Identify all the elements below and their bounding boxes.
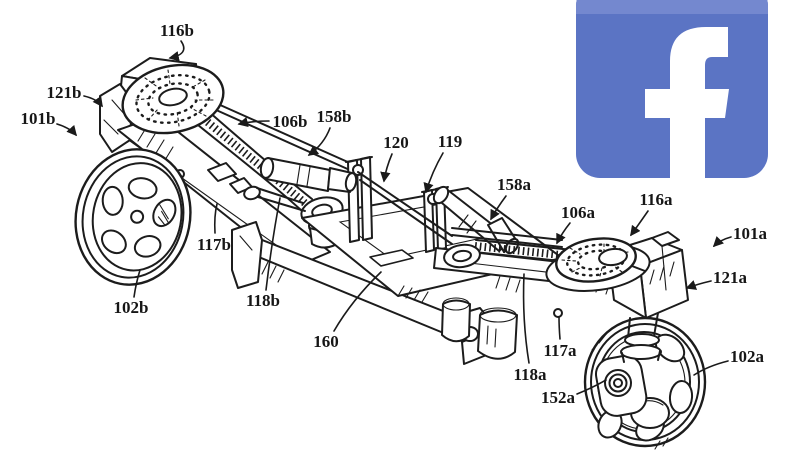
ref-label-158a: 158a (497, 175, 532, 194)
left-belt (197, 110, 313, 212)
reference-labels: 116b 121b 101b 106b 158b 120 119 158a 10… (21, 21, 768, 407)
ref-label-101a: 101a (733, 224, 768, 243)
left-posts (345, 156, 373, 243)
facebook-f-icon (645, 27, 729, 178)
ref-label-102b: 102b (114, 298, 149, 317)
ref-label-116b: 116b (160, 21, 194, 40)
vehicle-drawing (74, 57, 707, 450)
ref-label-106a: 106a (561, 203, 596, 222)
ref-label-152a: 152a (541, 388, 576, 407)
ref-label-106b: 106b (273, 112, 308, 131)
foot-pegs (441, 297, 518, 360)
facebook-logo (576, 0, 768, 178)
ref-label-117b: 117b (197, 235, 231, 254)
ref-label-121a: 121a (713, 268, 748, 287)
ref-label-158b: 158b (317, 107, 352, 126)
ref-label-119: 119 (438, 132, 463, 151)
front-fork-stem (620, 312, 662, 363)
ref-label-102a: 102a (730, 347, 765, 366)
ref-label-118a: 118a (513, 365, 547, 384)
ref-label-117a: 117a (543, 341, 577, 360)
left-disc (121, 63, 225, 135)
ref-label-160: 160 (313, 332, 339, 351)
cross-linkage-rod (357, 171, 453, 245)
ref-label-116a: 116a (639, 190, 673, 209)
caster-roller (595, 354, 670, 429)
left-wheel (74, 148, 192, 286)
plate-160 (369, 249, 414, 267)
right-disc (545, 237, 651, 292)
ref-label-118b: 118b (246, 291, 280, 310)
facebook-logo-highlight (576, 0, 768, 14)
ref-label-101b: 101b (21, 109, 56, 128)
left-shock-cylinder (259, 157, 358, 193)
ref-label-121b: 121b (47, 83, 82, 102)
upper-linkage-rod (199, 95, 353, 172)
ref-label-120: 120 (383, 133, 409, 152)
